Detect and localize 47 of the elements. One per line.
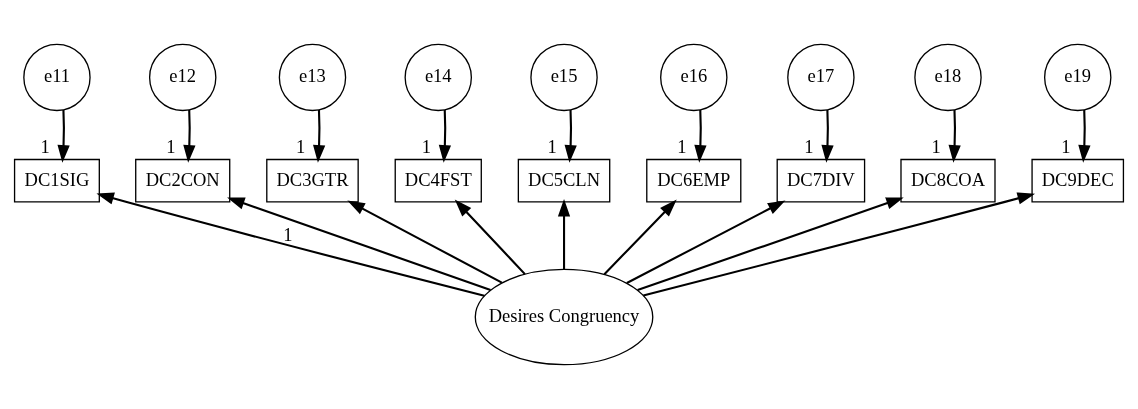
arrow bbox=[227, 197, 491, 291]
node-circle: e16 bbox=[660, 43, 728, 112]
node-box: DC9DEC bbox=[1031, 158, 1125, 203]
arrow bbox=[637, 197, 904, 292]
arrow bbox=[183, 110, 196, 163]
node-circle: e11 bbox=[23, 43, 91, 112]
node-box: DC7DIV bbox=[776, 158, 866, 203]
arrow bbox=[347, 200, 503, 284]
node-circle: e15 bbox=[530, 43, 598, 112]
node-box: DC4FST bbox=[394, 158, 482, 203]
node-box: DC5CLN bbox=[517, 158, 611, 203]
arrow bbox=[1078, 110, 1091, 163]
edge-label: 1 bbox=[1061, 135, 1071, 157]
arrow bbox=[57, 110, 70, 163]
arrow bbox=[96, 192, 485, 297]
node-box: DC3GTR bbox=[266, 158, 359, 203]
arrow bbox=[603, 199, 677, 275]
node-box: DC6EMP bbox=[646, 158, 742, 203]
node-circle: e19 bbox=[1044, 43, 1112, 112]
node-circle: e13 bbox=[278, 43, 347, 112]
node-box: DC8COA bbox=[900, 158, 996, 203]
arrow bbox=[948, 110, 961, 163]
arrow bbox=[557, 198, 571, 270]
edge-label: 1 bbox=[283, 223, 293, 245]
arrow bbox=[626, 200, 786, 284]
node-box: DC2CON bbox=[135, 158, 231, 203]
arrow bbox=[454, 199, 526, 275]
arrow bbox=[313, 110, 326, 163]
arrow bbox=[564, 110, 577, 163]
node-circle: e14 bbox=[404, 43, 473, 112]
edge-label: 1 bbox=[166, 135, 176, 157]
edge-label: 1 bbox=[40, 135, 50, 157]
arrow bbox=[643, 192, 1036, 297]
node-ellipse: Desires Congruency bbox=[474, 268, 654, 366]
edge-label: 1 bbox=[677, 135, 687, 157]
node-box: DC1SIG bbox=[13, 158, 100, 203]
edge-label: 1 bbox=[931, 135, 941, 157]
edge-label: 1 bbox=[547, 135, 557, 157]
edge-label: 1 bbox=[804, 135, 814, 157]
arrow bbox=[694, 110, 707, 163]
arrow bbox=[821, 110, 834, 163]
edge-label: 1 bbox=[295, 135, 306, 157]
arrow bbox=[438, 110, 452, 163]
node-circle: e18 bbox=[914, 43, 982, 112]
node-circle: e17 bbox=[787, 43, 855, 112]
edge-label: 1 bbox=[421, 135, 431, 157]
node-circle: e12 bbox=[148, 43, 217, 112]
